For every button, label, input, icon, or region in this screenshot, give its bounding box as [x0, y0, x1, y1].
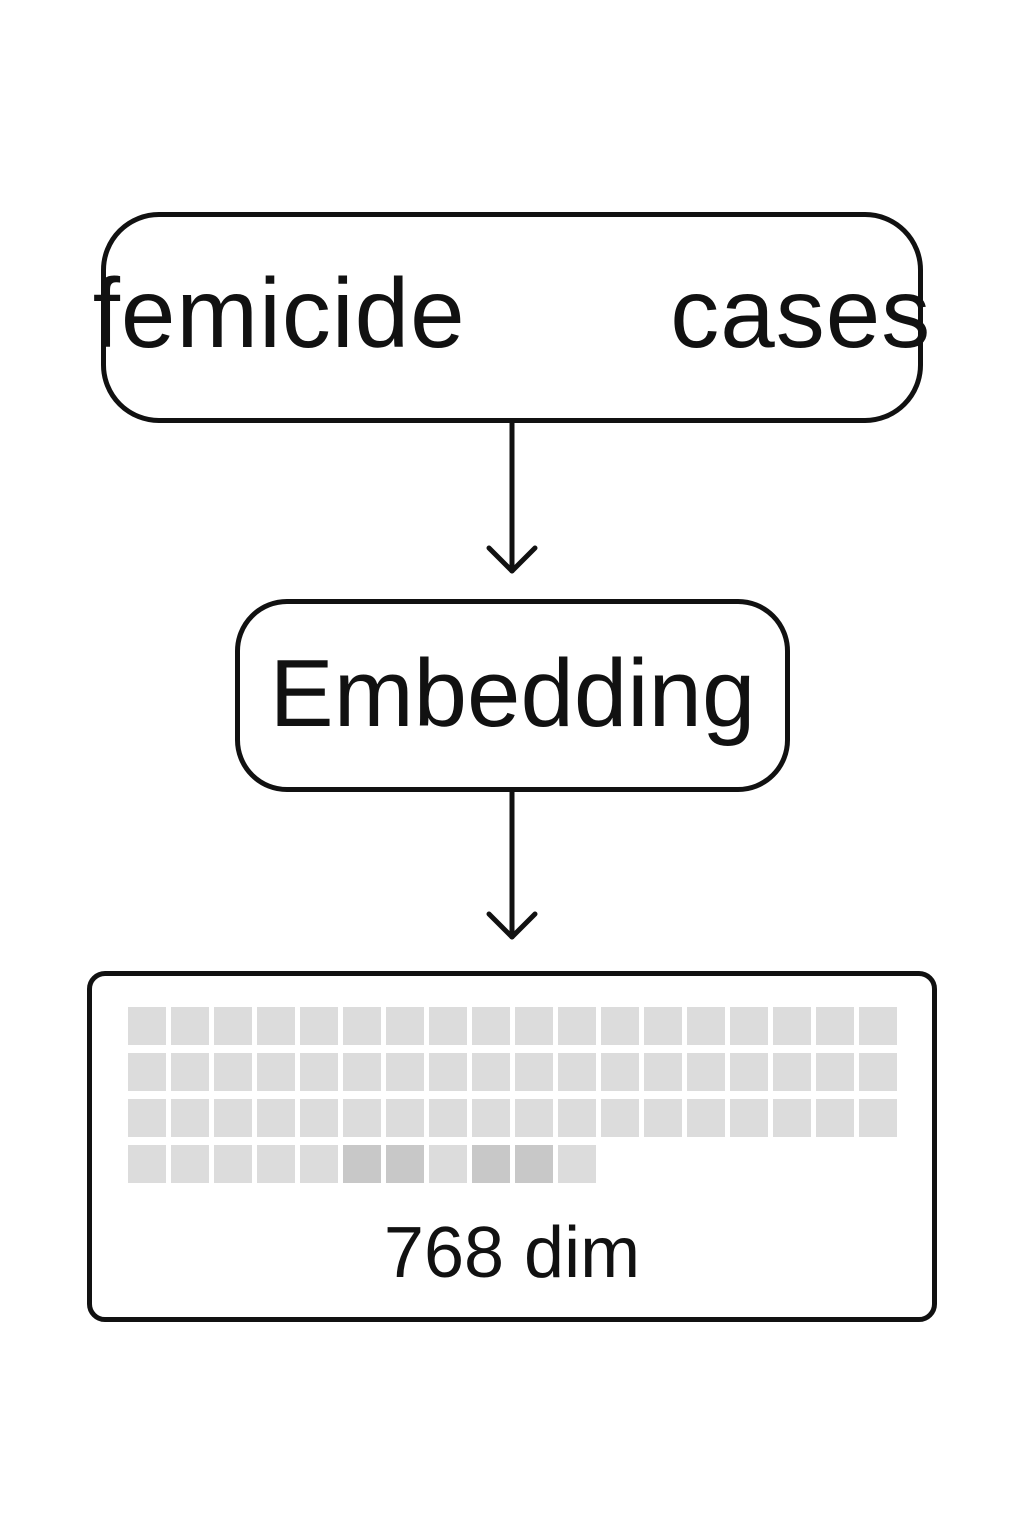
vector-cell — [730, 1099, 768, 1137]
vector-cell — [429, 1053, 467, 1091]
embedding-vector-node: 768 dim — [87, 971, 937, 1322]
vector-cell — [300, 1099, 338, 1137]
vector-cell — [343, 1053, 381, 1091]
vector-cell — [859, 1099, 897, 1137]
vector-cell — [128, 1007, 166, 1045]
vector-cell — [773, 1099, 811, 1137]
vector-cell — [171, 1007, 209, 1045]
vector-cell — [687, 1053, 725, 1091]
dimension-label: 768 dim — [383, 1213, 641, 1293]
vector-cell — [214, 1007, 252, 1045]
vector-cell — [644, 1099, 682, 1137]
vector-cell — [257, 1099, 295, 1137]
vector-cell — [773, 1053, 811, 1091]
vector-cell — [257, 1053, 295, 1091]
vector-cell — [214, 1145, 252, 1183]
input-text-node: femicide cases — [93, 212, 930, 423]
vector-cell — [558, 1145, 596, 1183]
vector-cell — [472, 1053, 510, 1091]
vector-cell — [472, 1007, 510, 1045]
vector-cell — [687, 1007, 725, 1045]
vector-cell — [730, 1007, 768, 1045]
embedding-label: Embedding — [269, 639, 756, 747]
vector-cell — [601, 1053, 639, 1091]
vector-cell — [214, 1099, 252, 1137]
vector-cell — [300, 1145, 338, 1183]
input-text-label: femicide cases — [92, 258, 932, 368]
vector-cell — [859, 1053, 897, 1091]
vector-cell — [859, 1007, 897, 1045]
vector-cell — [515, 1099, 553, 1137]
vector-cell — [171, 1145, 209, 1183]
vector-cell-highlighted — [515, 1145, 553, 1183]
vector-cell — [171, 1053, 209, 1091]
vector-cell — [257, 1145, 295, 1183]
vector-cell — [214, 1053, 252, 1091]
vector-cell — [816, 1007, 854, 1045]
vector-cell — [601, 1099, 639, 1137]
vector-cell-highlighted — [386, 1145, 424, 1183]
vector-cell — [128, 1145, 166, 1183]
vector-cell — [687, 1099, 725, 1137]
arrow-input-to-embedding-head — [486, 545, 538, 574]
vector-cell — [558, 1099, 596, 1137]
vector-cell-grid — [128, 1007, 897, 1183]
vector-cell — [343, 1007, 381, 1045]
vector-cell — [300, 1007, 338, 1045]
vector-cell — [257, 1007, 295, 1045]
vector-cell — [601, 1007, 639, 1045]
vector-cell — [128, 1053, 166, 1091]
vector-cell-highlighted — [343, 1145, 381, 1183]
vector-cell — [515, 1053, 553, 1091]
embedding-node: Embedding — [235, 599, 790, 792]
vector-cell — [343, 1099, 381, 1137]
vector-cell — [472, 1099, 510, 1137]
vector-cell — [171, 1099, 209, 1137]
arrow-embedding-to-output-head — [486, 911, 538, 940]
vector-cell — [558, 1053, 596, 1091]
vector-cell — [558, 1007, 596, 1045]
vector-cell — [816, 1053, 854, 1091]
vector-cell — [644, 1053, 682, 1091]
vector-cell — [386, 1053, 424, 1091]
vector-cell — [816, 1099, 854, 1137]
vector-cell — [429, 1007, 467, 1045]
vector-cell — [730, 1053, 768, 1091]
vector-cell — [300, 1053, 338, 1091]
vector-cell — [128, 1099, 166, 1137]
vector-cell — [429, 1145, 467, 1183]
vector-cell — [515, 1007, 553, 1045]
vector-cell — [386, 1099, 424, 1137]
vector-cell — [644, 1007, 682, 1045]
vector-cell — [429, 1099, 467, 1137]
vector-cell — [773, 1007, 811, 1045]
vector-cell — [386, 1007, 424, 1045]
vector-cell-highlighted — [472, 1145, 510, 1183]
